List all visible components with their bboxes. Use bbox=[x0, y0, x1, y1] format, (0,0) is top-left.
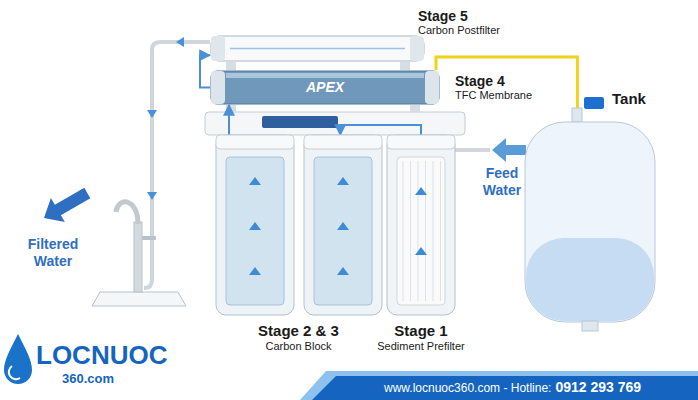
stage-caption: Carbon Postfilter bbox=[418, 24, 500, 37]
flow-arrow bbox=[337, 267, 349, 275]
node-shape bbox=[215, 135, 382, 315]
stage-caption: Carbon Block bbox=[265, 340, 331, 353]
stage-caption: Sediment Prefilter bbox=[377, 340, 464, 353]
logo-highlight bbox=[9, 366, 20, 379]
flow-arrow bbox=[415, 187, 427, 195]
footer-band bbox=[300, 371, 698, 400]
logo-drop bbox=[4, 334, 32, 384]
inlet-label: Feed Water bbox=[476, 165, 528, 199]
manifold-plate bbox=[205, 112, 465, 135]
cartridge-cap bbox=[216, 135, 294, 149]
cartridge-housing bbox=[387, 135, 455, 315]
pleat-line bbox=[403, 161, 404, 301]
membrane-body bbox=[211, 71, 439, 104]
tank-label: Tank bbox=[612, 90, 646, 108]
flow-arrow bbox=[147, 192, 157, 200]
carbon-block bbox=[226, 157, 284, 305]
flow-line bbox=[230, 48, 405, 50]
stage-heading: Stage 2 & 3 bbox=[258, 322, 339, 340]
node-shape bbox=[520, 108, 660, 335]
name-plate bbox=[262, 116, 338, 128]
tank-neck bbox=[572, 108, 582, 122]
flow-arrow bbox=[147, 110, 157, 118]
flow-connector bbox=[200, 55, 210, 87]
faucet-stem bbox=[134, 222, 142, 292]
stage-caption: TFC Membrane bbox=[455, 89, 532, 102]
logo-text: LOCNUOC bbox=[36, 340, 167, 371]
feed-pipe bbox=[455, 148, 490, 152]
pleat-line bbox=[418, 161, 419, 301]
footer-band bbox=[312, 376, 698, 400]
flow-arrow bbox=[249, 177, 261, 185]
tank-foot bbox=[582, 321, 598, 331]
footer-contact: www.locnuoc360.com - Hotline: bbox=[384, 381, 551, 395]
faucet-spout bbox=[116, 202, 138, 224]
flow-connector bbox=[436, 57, 577, 108]
pleat-line bbox=[410, 161, 411, 301]
outlet-label: Filtered Water bbox=[16, 236, 90, 270]
stage-heading: Stage 1 bbox=[394, 322, 447, 340]
node-shape bbox=[210, 35, 425, 62]
outlet-arrow bbox=[37, 181, 94, 230]
clip bbox=[410, 105, 420, 112]
postfilter-cartridge: Stage 5Carbon Postfilter bbox=[210, 35, 425, 62]
membrane-shine bbox=[226, 73, 424, 78]
clip bbox=[400, 62, 410, 70]
node-shape bbox=[387, 135, 455, 315]
flow-arrow bbox=[249, 222, 261, 230]
clip bbox=[226, 62, 236, 70]
flow-arrow bbox=[415, 247, 427, 255]
stage-heading: Stage 5 bbox=[418, 8, 468, 25]
logo-domain: 360.com bbox=[62, 371, 114, 387]
cartridge-cap bbox=[410, 36, 424, 61]
pleat-line bbox=[440, 161, 441, 301]
cartridge-housing bbox=[216, 135, 294, 315]
clip bbox=[226, 105, 236, 112]
faucet-base bbox=[92, 292, 186, 306]
carbon-block bbox=[314, 157, 372, 305]
membrane-housing: Stage 4TFC MembraneAPEX bbox=[210, 70, 440, 105]
cartridge-cap bbox=[211, 36, 225, 61]
cartridge-cap bbox=[304, 135, 382, 149]
tank-valve bbox=[584, 97, 604, 109]
sediment-cartridge: Stage 1Sediment Prefilter bbox=[387, 135, 455, 315]
flow-arrow bbox=[249, 267, 261, 275]
pleat-line bbox=[433, 161, 434, 301]
tank-body bbox=[525, 122, 655, 322]
flow-arrow bbox=[176, 37, 184, 47]
stage-heading: Stage 4 bbox=[455, 73, 505, 90]
flow-connector bbox=[228, 105, 230, 135]
flow-connector bbox=[340, 125, 421, 135]
storage-tank: Tank bbox=[520, 108, 660, 335]
flow-arrow bbox=[337, 177, 349, 185]
membrane-cap bbox=[211, 71, 225, 104]
carbon-cartridges: Stage 2 & 3Carbon Block bbox=[215, 135, 382, 315]
cartridge-housing bbox=[304, 135, 382, 315]
membrane-cap bbox=[425, 71, 439, 104]
sediment-filter bbox=[397, 157, 445, 305]
hotline-number: 0912 293 769 bbox=[555, 379, 641, 396]
tank-water bbox=[526, 238, 654, 321]
flow-arrow bbox=[337, 222, 349, 230]
outlet-pipe bbox=[144, 42, 210, 288]
faucet-handle bbox=[142, 236, 156, 240]
cartridge-body bbox=[211, 36, 424, 61]
inlet-arrow bbox=[492, 138, 526, 162]
pleat-line bbox=[425, 161, 426, 301]
cartridge-cap bbox=[387, 135, 455, 149]
brand-mark: APEX bbox=[306, 79, 344, 96]
